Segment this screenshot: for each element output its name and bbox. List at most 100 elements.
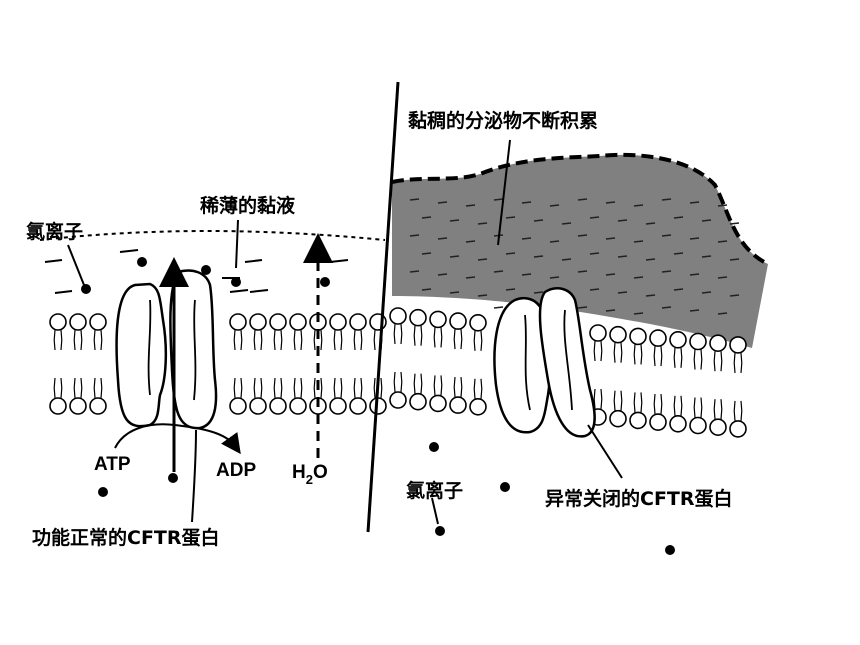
chloride-ion-dot [137,257,147,267]
chloride-ion-dot [429,442,439,452]
mucus-texture-dash [465,240,476,243]
phospholipid [89,313,107,351]
mucus-texture-dash [717,312,728,315]
phospholipid [469,313,487,351]
abnormal-cftr-label: 异常关闭的CFTR蛋白 [545,487,733,510]
mucus-texture-dash [617,291,628,294]
mucus-texture-dash [493,270,504,273]
mucus-texture-dash [465,204,476,207]
mucus-texture-dash [477,294,488,297]
mucus-texture-dash [617,219,628,222]
mucus-texture-dash [673,288,684,291]
mucus-texture-dash [421,216,432,219]
mucus-texture-dash [673,216,684,219]
phospholipid [229,313,247,351]
thin-mucus-dashes [44,249,349,294]
mucus-texture-dash [577,270,588,273]
phospholipid [349,313,367,351]
phospholipid [729,336,747,373]
phospholipid [269,377,287,415]
phospholipid [589,324,607,362]
leader-lines [67,139,623,525]
mucus-texture-dash [729,222,740,225]
mucus-texture-dash [689,273,700,276]
chloride-ion-dot [201,265,211,275]
mucus-texture-dash [493,306,504,309]
chloride-ion-dot [500,482,510,492]
mucus-texture-dash [449,291,460,294]
water-label: H2O [292,462,328,487]
atp-label: ATP [94,454,131,475]
membrane-left [49,313,387,415]
phospholipid [689,397,707,435]
chloride-ion-dot [168,473,178,483]
chloride-ion-dot [320,277,330,287]
chloride-ion-label-right: 氯离子 [406,479,463,502]
mucus-texture-dash [617,255,628,258]
phospholipid [609,390,627,428]
mucus-texture-dash [477,222,488,225]
phospholipid [709,334,727,372]
phospholipid [249,377,267,415]
mucus-texture-dash [717,204,728,207]
mucus-texture-dash [645,258,656,261]
mucus-texture-dash [449,255,460,258]
mucus-texture-dash [477,258,488,261]
mucus-texture-dash [521,237,532,240]
phospholipid [609,325,627,363]
mucus-texture-dash [521,273,532,276]
chloride-ion-dot [81,284,91,294]
phospholipid [709,399,727,437]
phospholipid [389,307,407,345]
mucus-texture-dash [533,219,544,222]
phospholipid [469,378,487,416]
chloride-ion-dot [231,277,241,287]
mucus-texture-dash [589,288,600,291]
mucus-texture-dash [633,240,644,243]
mucus-texture-dash [701,255,712,258]
mucus-texture-dash [505,252,516,255]
mucus-texture-dash [437,273,448,276]
phospholipid [289,313,307,351]
mucus-texture-dash [533,291,544,294]
normal-cftr-label: 功能正常的CFTR蛋白 [32,526,220,549]
mucus-texture-dash [605,309,616,312]
mucus-texture-dash [605,237,616,240]
mucus-texture-dash [421,288,432,291]
phospholipid [389,371,407,409]
mucus-texture-dash [549,240,560,243]
phospholipid [729,400,747,438]
sticky-secretion-label: 黏稠的分泌物不断积累 [408,109,598,132]
phospholipid [69,313,87,351]
mucus-texture-dash [633,312,644,315]
mucus-texture-dash [605,201,616,204]
membrane-right [389,307,747,438]
mucus-texture-dash [409,234,420,237]
mucus-texture-dash [589,216,600,219]
phospholipid [89,377,107,415]
mucus-texture-dash [561,222,572,225]
phospholipid [649,329,667,367]
mucus-texture-dash [673,252,684,255]
chloride-ion-label-left: 氯离子 [26,220,83,243]
phospholipid [689,332,707,370]
mucus-texture-dash [549,204,560,207]
mucus-texture-dash [645,294,656,297]
mucus-texture-dash [661,234,672,237]
phospholipid [329,313,347,351]
mucus-texture-dash [577,306,588,309]
mucus-texture-dash [633,276,644,279]
divider-line [366,81,400,533]
mucus-texture-dash [661,270,672,273]
thin-mucus-boundary [39,230,386,241]
phospholipid [289,377,307,415]
mucus-texture-dash [717,276,728,279]
phospholipid [329,377,347,415]
chloride-ion-dot [98,487,108,497]
mucus-texture-dash [505,216,516,219]
phospholipid [49,377,67,415]
mucus-texture-dash [701,291,712,294]
mucus-texture-dash [645,222,656,225]
phospholipid [409,308,427,346]
phospholipid [249,313,267,351]
